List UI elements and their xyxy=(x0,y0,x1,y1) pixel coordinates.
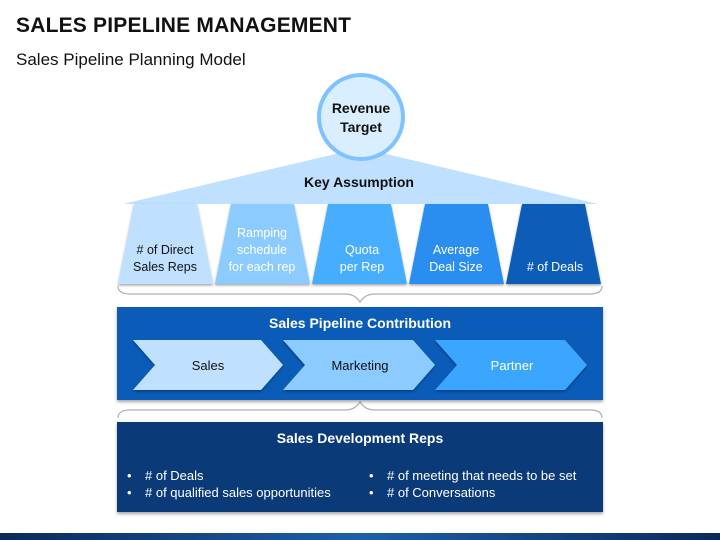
footer-strip xyxy=(0,533,720,540)
step-marketing: Marketing xyxy=(283,340,435,390)
page-title: SALES PIPELINE MANAGEMENT xyxy=(16,14,352,37)
step-label: Sales xyxy=(192,358,225,373)
brace-top xyxy=(117,285,603,304)
assumption-5: # of Deals xyxy=(506,204,601,284)
assumption-text: # of Direct xyxy=(137,243,194,257)
assumption-text: schedule xyxy=(237,243,287,257)
reps-banner: Sales Development Reps # of Deals # of q… xyxy=(117,422,603,512)
step-label: Marketing xyxy=(331,358,388,373)
key-assumption-label: Key Assumption xyxy=(304,174,414,190)
revenue-target-circle xyxy=(317,73,405,161)
assumption-text: for each rep xyxy=(229,260,296,274)
list-item: # of qualified sales opportunities xyxy=(121,484,331,501)
list-item: # of Deals xyxy=(121,467,331,484)
assumption-shape xyxy=(409,204,504,284)
step-label: Partner xyxy=(491,358,534,373)
assumption-shape xyxy=(506,204,601,284)
key-assumption-fan xyxy=(123,148,598,204)
assumption-text: Average xyxy=(433,243,479,257)
revenue-target-line1: Revenue xyxy=(332,100,391,116)
assumption-shape xyxy=(215,204,310,284)
step-sales: Sales xyxy=(133,340,283,390)
assumption-2: Ramping schedule for each rep xyxy=(215,204,310,284)
assumption-shape xyxy=(118,204,213,284)
contribution-steps: Sales Marketing Partner xyxy=(133,340,587,390)
assumption-text: Ramping xyxy=(237,226,287,240)
chevron-shape xyxy=(133,340,283,390)
assumption-3: Quota per Rep xyxy=(312,204,407,284)
contribution-title: Sales Pipeline Contribution xyxy=(268,315,452,331)
assumption-text: Sales Reps xyxy=(133,260,197,274)
assumption-1: # of Direct Sales Reps xyxy=(118,204,213,284)
chevron-shape xyxy=(435,340,587,390)
reps-right-list: # of meeting that needs to be set # of C… xyxy=(363,467,576,501)
contribution-banner: Sales Pipeline Contribution Sales Market… xyxy=(117,307,603,400)
assumption-text: Quota xyxy=(345,243,379,257)
revenue-target-line2: Target xyxy=(340,119,382,135)
list-item: # of meeting that needs to be set xyxy=(363,467,576,484)
reps-title: Sales Development Reps xyxy=(276,430,444,446)
brace-bottom xyxy=(117,400,603,419)
reps-left-list: # of Deals # of qualified sales opportun… xyxy=(121,467,331,501)
assumption-4: Average Deal Size xyxy=(409,204,504,284)
chevron-shape xyxy=(283,340,435,390)
page-subtitle: Sales Pipeline Planning Model xyxy=(16,50,246,69)
assumption-text: # of Deals xyxy=(527,260,583,274)
assumption-shape xyxy=(312,204,407,284)
step-partner: Partner xyxy=(435,340,587,390)
assumption-text: Deal Size xyxy=(429,260,483,274)
assumption-text: per Rep xyxy=(340,260,385,274)
list-item: # of Conversations xyxy=(363,484,576,501)
